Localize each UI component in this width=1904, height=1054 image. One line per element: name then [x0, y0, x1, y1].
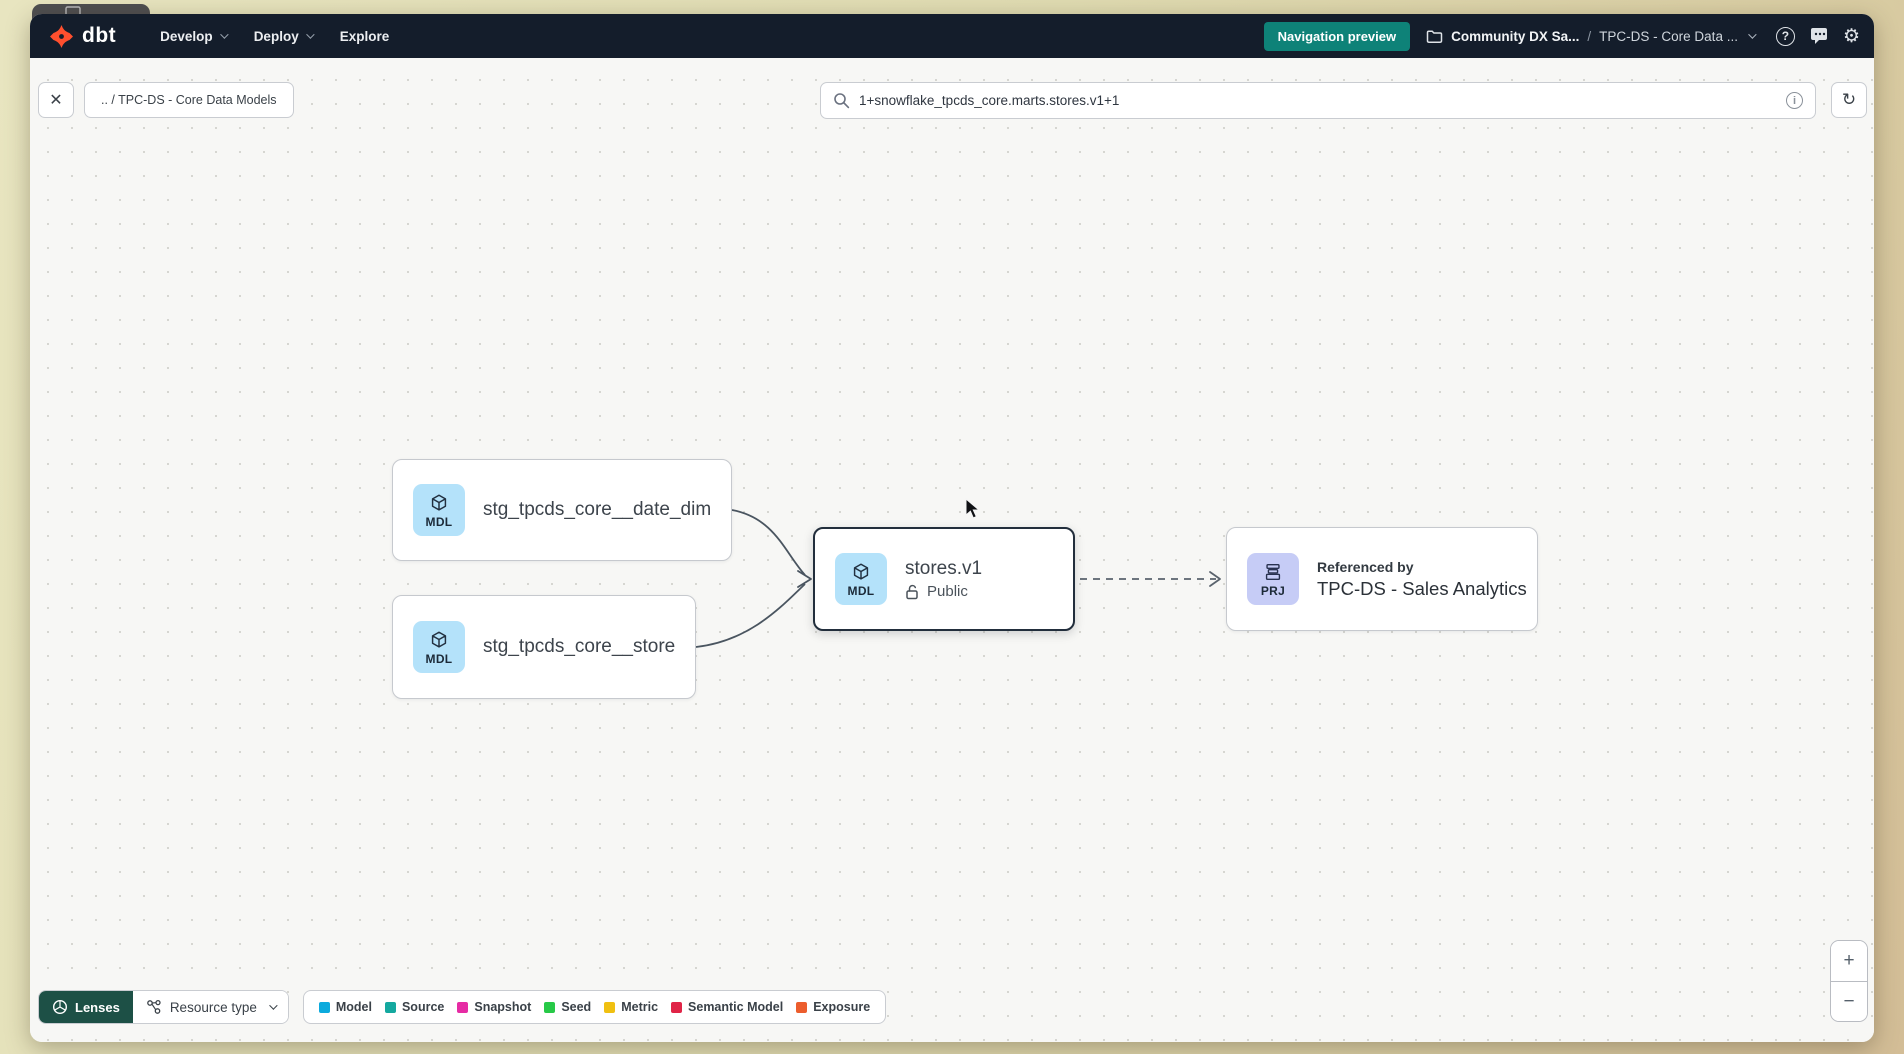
model-node-stg-tpcds-core-store[interactable]: MDL stg_tpcds_core__store — [392, 595, 696, 699]
lenses-label: Lenses — [75, 999, 120, 1015]
unlock-icon — [906, 584, 918, 599]
zoom-controls: + − — [1830, 940, 1868, 1022]
cube-icon — [853, 562, 869, 580]
resource-type-legend: Model Source Snapshot Seed Metric — [302, 990, 887, 1024]
legend-label: Semantic Model — [688, 1000, 784, 1014]
breadcrumb-separator: / — [1587, 28, 1592, 44]
close-lineage-button[interactable]: ✕ — [38, 82, 74, 118]
breadcrumb[interactable]: Community DX Sa... / TPC-DS - Core Data … — [1426, 28, 1757, 44]
node-label: stores.v1 — [905, 558, 983, 579]
resource-type-dropdown[interactable]: Resource type — [132, 991, 288, 1023]
info-icon[interactable]: i — [1786, 92, 1803, 109]
legend-swatch — [796, 1001, 808, 1013]
lens-controls: Lenses Resource type — [38, 990, 289, 1024]
lineage-canvas[interactable]: ✕ .. / TPC-DS - Core Data Models i ↻ MDL… — [30, 58, 1874, 1042]
model-node-stg-tpcds-core-date-dim[interactable]: MDL stg_tpcds_core__date_dim — [392, 459, 732, 561]
lineage-breadcrumb-chip[interactable]: .. / TPC-DS - Core Data Models — [84, 82, 294, 118]
access-row: Public — [905, 583, 982, 600]
legend-swatch — [604, 1001, 616, 1013]
legend-swatch — [671, 1001, 683, 1013]
mouse-cursor — [965, 498, 981, 519]
access-label: Public — [927, 583, 968, 600]
legend-item-seed: Seed — [544, 1000, 591, 1014]
help-icon[interactable]: ? — [1775, 26, 1795, 46]
gear-icon[interactable]: ⚙ — [1842, 25, 1860, 47]
lenses-button[interactable]: Lenses — [39, 991, 133, 1023]
chevron-down-icon — [1748, 30, 1757, 39]
archive-icon — [1265, 563, 1281, 580]
cube-icon — [431, 630, 447, 648]
resource-type-label: Resource type — [169, 999, 257, 1015]
feedback-icon[interactable] — [1809, 27, 1829, 45]
legend-label: Exposure — [813, 1000, 871, 1014]
legend-label: Source — [401, 1000, 445, 1014]
nav-item-label: Develop — [160, 28, 213, 44]
legend-item-exposure: Exposure — [796, 1000, 870, 1014]
model-badge: MDL — [413, 621, 465, 673]
refresh-button[interactable]: ↻ — [1831, 82, 1867, 118]
badge-label: PRJ — [1260, 583, 1286, 598]
chevron-down-icon — [269, 1001, 278, 1010]
legend-swatch — [318, 1001, 330, 1013]
model-badge: MDL — [835, 553, 887, 605]
nav-item-explore[interactable]: Explore — [326, 14, 404, 58]
dbt-logo[interactable]: dbt — [48, 23, 116, 50]
project-node-tpcds-sales-analytics[interactable]: PRJ Referenced by TPC-DS - Sales Analyti… — [1226, 527, 1538, 631]
referenced-by-label: Referenced by — [1317, 558, 1414, 575]
breadcrumb-page: TPC-DS - Core Data ... — [1599, 28, 1738, 44]
zoom-out-button[interactable]: − — [1831, 981, 1867, 1021]
lineage-search-bar: i — [820, 82, 1816, 119]
folder-icon — [1426, 29, 1443, 43]
legend-swatch — [384, 1001, 396, 1013]
node-label: stg_tpcds_core__store — [483, 636, 676, 657]
node-label: TPC-DS - Sales Analytics — [1317, 577, 1527, 599]
search-icon — [834, 93, 850, 109]
project-badge: PRJ — [1247, 553, 1299, 605]
chevron-down-icon — [305, 30, 315, 39]
zoom-in-button[interactable]: + — [1831, 941, 1867, 981]
badge-label: MDL — [847, 583, 875, 598]
legend-swatch — [457, 1001, 469, 1013]
app-window: dbt Develop Deploy Explore Navigation pr… — [30, 14, 1874, 1042]
legend-label: Model — [335, 1000, 372, 1014]
legend-label: Snapshot — [474, 1000, 532, 1014]
badge-label: MDL — [425, 514, 453, 529]
lenses-icon — [52, 999, 68, 1015]
top-navbar: dbt Develop Deploy Explore Navigation pr… — [30, 14, 1874, 58]
legend-item-metric: Metric — [604, 1000, 658, 1014]
legend-item-snapshot: Snapshot — [457, 1000, 531, 1014]
cube-icon — [431, 493, 447, 511]
legend-swatch — [544, 1001, 556, 1013]
nav-item-label: Deploy — [253, 28, 299, 44]
breadcrumb-project: Community DX Sa... — [1451, 28, 1580, 44]
resource-type-icon — [146, 999, 161, 1014]
legend-item-source: Source — [384, 1000, 445, 1014]
legend-label: Metric — [621, 1000, 659, 1014]
node-label: stg_tpcds_core__date_dim — [483, 499, 712, 520]
chevron-down-icon — [219, 30, 229, 39]
nav-item-label: Explore — [339, 28, 390, 44]
brand-name: dbt — [82, 24, 117, 47]
legend-item-model: Model — [318, 1000, 372, 1014]
legend-item-semantic-model: Semantic Model — [671, 1000, 783, 1014]
model-badge: MDL — [413, 484, 465, 536]
legend-label: Seed — [561, 1000, 592, 1014]
nav-item-develop[interactable]: Develop — [146, 14, 240, 58]
model-node-stores-v1-selected[interactable]: MDL stores.v1 Public — [813, 527, 1075, 631]
dbt-logo-icon — [50, 24, 73, 48]
lineage-search-input[interactable] — [859, 93, 1786, 108]
navigation-preview-button[interactable]: Navigation preview — [1263, 21, 1411, 51]
nav-item-deploy[interactable]: Deploy — [240, 14, 326, 58]
badge-label: MDL — [425, 651, 453, 666]
